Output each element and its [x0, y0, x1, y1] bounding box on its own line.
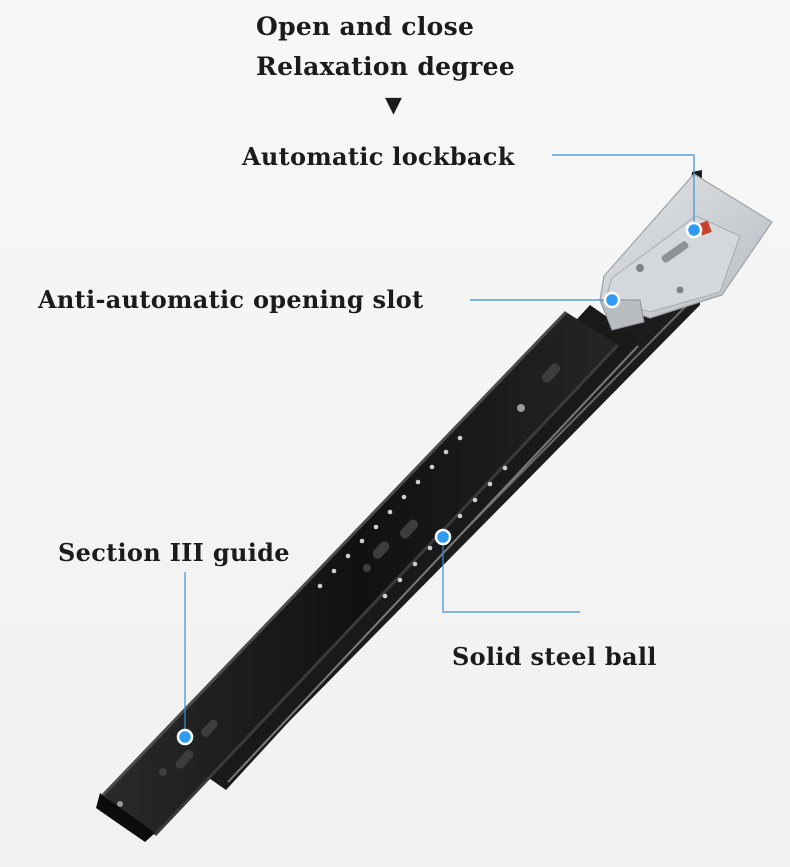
callout-label-automatic-lockback: Automatic lockback [242, 142, 515, 171]
heading-line-2: Relaxation degree [256, 52, 516, 81]
callout-label-anti-automatic-opening-slot: Anti-automatic opening slot [38, 285, 424, 314]
callout-lines [184, 154, 695, 737]
heading-line-1: Open and close [256, 12, 475, 41]
callout-dot-ball [434, 528, 452, 546]
callout-dot-slot [603, 291, 621, 309]
callout-line-lockback [552, 154, 695, 230]
down-arrow-icon: ▼ [385, 93, 402, 118]
ball-bearing-row-upper [317, 435, 463, 589]
callout-label-section-iii-guide: Section III guide [58, 538, 290, 567]
rail-holes [117, 363, 561, 807]
inner-rail-bottom-edge [153, 343, 620, 837]
callout-dot-guide [176, 728, 194, 746]
callout-dots [176, 221, 703, 746]
inner-rail [103, 312, 618, 835]
lockback-slot [661, 241, 689, 263]
callout-dot-lockback [685, 221, 703, 239]
intermediate-rail-edge [227, 345, 639, 783]
rail-end-cap [96, 793, 155, 842]
inner-rail-top-edge [101, 310, 568, 797]
lockback-hole-2 [676, 286, 684, 294]
callout-label-solid-steel-ball: Solid steel ball [452, 642, 657, 671]
callout-line-ball [442, 537, 580, 613]
lockback-hole [636, 264, 644, 272]
